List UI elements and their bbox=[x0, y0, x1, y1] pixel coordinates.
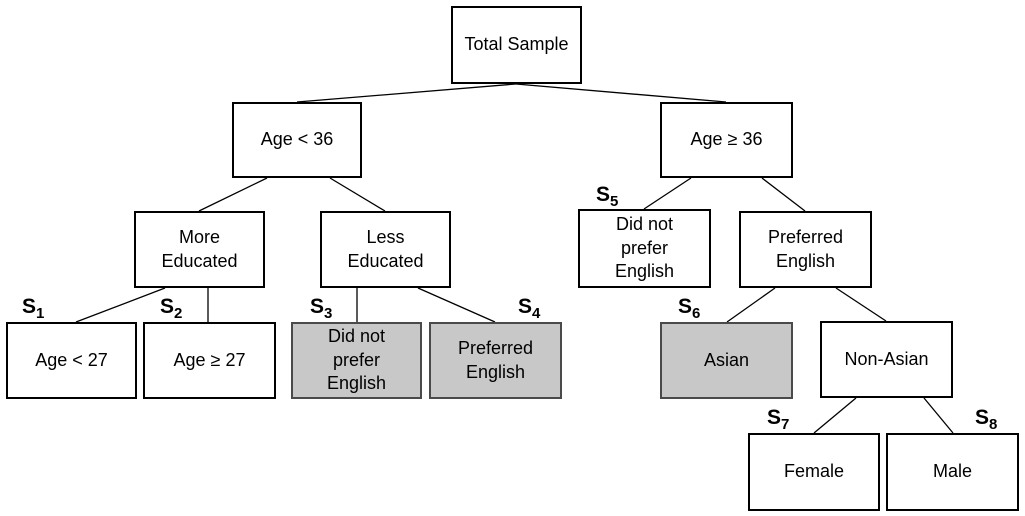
edge-english-asian bbox=[726, 287, 776, 323]
edge-age-lt-36-less-educated bbox=[329, 177, 386, 212]
segment-label-s5: S5 bbox=[596, 183, 619, 210]
edge-root-age-lt-36 bbox=[296, 83, 517, 103]
edge-age-ge-36-english bbox=[761, 177, 806, 212]
node-age-under-27: Age < 27 bbox=[6, 322, 137, 399]
node-preferred-english: Preferred English bbox=[739, 211, 872, 288]
node-less-educated-preferred-english: Preferred English bbox=[429, 322, 562, 399]
segment-label-s1: S1 bbox=[22, 295, 45, 322]
segment-label-s2: S2 bbox=[160, 295, 183, 322]
segment-label-s3: S3 bbox=[310, 295, 333, 322]
node-less-educated-did-not-prefer-english: Did not prefer English bbox=[291, 322, 422, 399]
segment-label-s4: S4 bbox=[518, 295, 541, 322]
node-age-27-plus: Age ≥ 27 bbox=[143, 322, 276, 399]
segment-label-s7: S7 bbox=[767, 406, 790, 433]
node-non-asian: Non-Asian bbox=[820, 321, 953, 398]
edge-age-lt-36-more-educated bbox=[198, 177, 268, 212]
edge-non-asian-male bbox=[923, 397, 954, 434]
node-female: Female bbox=[748, 433, 880, 511]
edge-root-age-ge-36 bbox=[515, 83, 727, 103]
segment-label-s8: S8 bbox=[975, 406, 998, 433]
node-less-educated: Less Educated bbox=[320, 211, 451, 288]
node-age-36-plus: Age ≥ 36 bbox=[660, 102, 793, 178]
edge-non-asian-female bbox=[813, 397, 857, 434]
edge-english-non-asian bbox=[835, 287, 887, 322]
node-more-educated: More Educated bbox=[134, 211, 265, 288]
edge-less-educated-english bbox=[417, 287, 496, 323]
edge-age-ge-36-not-english bbox=[643, 177, 692, 210]
node-asian: Asian bbox=[660, 322, 793, 399]
node-male: Male bbox=[886, 433, 1019, 511]
node-age-under-36: Age < 36 bbox=[232, 102, 362, 178]
edge-more-educated-age-lt-27 bbox=[75, 287, 166, 323]
node-total-sample: Total Sample bbox=[451, 6, 582, 84]
node-did-not-prefer-english: Did not prefer English bbox=[578, 209, 711, 288]
segment-label-s6: S6 bbox=[678, 295, 701, 322]
